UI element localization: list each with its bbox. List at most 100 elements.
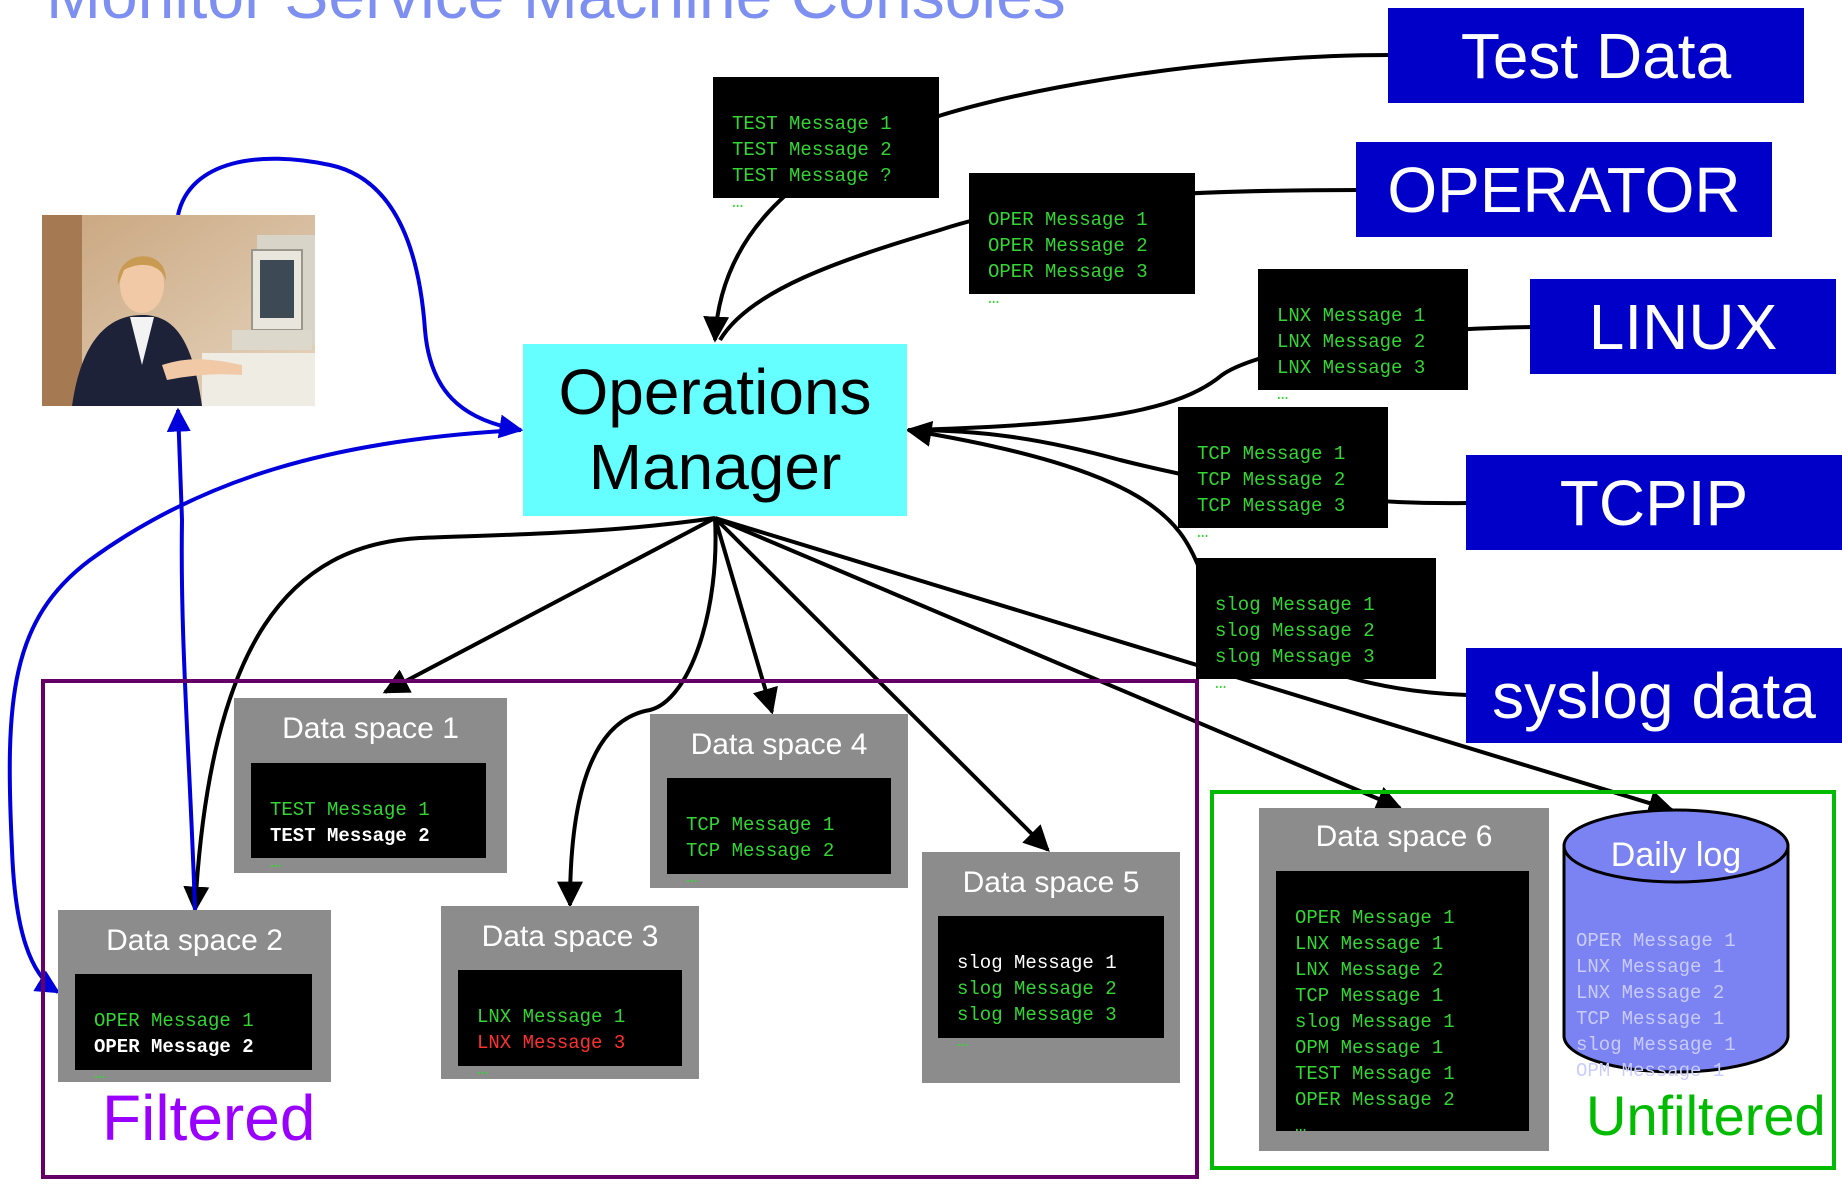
user-at-computer-image xyxy=(42,215,315,406)
message-line: TEST Message 1 xyxy=(270,799,430,821)
cylinder-icon xyxy=(1562,808,1790,1074)
message-line: TEST Message 1 xyxy=(732,113,892,135)
message-line: … xyxy=(732,191,744,213)
message-line: slog Message 3 xyxy=(1215,646,1375,668)
data-space-6: Data space 6 OPER Message 1 LNX Message 1… xyxy=(1259,808,1549,1151)
message-line: TCP Message 1 xyxy=(1197,443,1346,465)
message-line: TCP Message 3 xyxy=(1197,495,1346,517)
message-line: OPER Message 3 xyxy=(988,261,1148,283)
log-line: slog Message 1 xyxy=(1576,1034,1736,1056)
log-line: OPER Message 1 xyxy=(1576,930,1736,952)
daily-log-cylinder: Daily log OPER Message 1 LNX Message 1 LNX… xyxy=(1562,806,1790,1082)
message-line: LNX Message 2 xyxy=(1295,959,1444,981)
message-line: … xyxy=(1215,672,1227,694)
source-syslog-data: syslog data xyxy=(1466,648,1842,743)
lnx-message-stream: LNX Message 1 LNX Message 2 LNX Message 3 … xyxy=(1258,269,1468,405)
source-linux-label: LINUX xyxy=(1588,290,1778,363)
data-space-messages: TEST Message 1 TEST Message 2 … xyxy=(251,763,486,873)
message-line: TEST Message 1 xyxy=(1295,1063,1455,1085)
arrow-ops-to-ds6 xyxy=(714,516,1403,811)
message-line: … xyxy=(988,287,1000,309)
operations-manager-line1: Operations xyxy=(558,356,872,428)
oper-message-stream: OPER Message 1 OPER Message 2 OPER Message… xyxy=(969,173,1195,309)
source-operator: OPERATOR xyxy=(1356,142,1772,237)
message-line: … xyxy=(686,866,698,888)
data-space-4: Data space 4 TCP Message 1 TCP Message 2 … xyxy=(650,714,908,888)
message-line: … xyxy=(477,1058,489,1080)
arrow-operator-to-ops xyxy=(718,188,1361,342)
data-space-messages: OPER Message 1 OPER Message 2 … xyxy=(75,974,312,1084)
message-line: TCP Message 2 xyxy=(1197,469,1346,491)
message-line: LNX Message 3 xyxy=(477,1032,626,1054)
source-linux: LINUX xyxy=(1530,279,1836,374)
message-line: OPER Message 1 xyxy=(1295,907,1455,929)
data-space-label: Data space 2 xyxy=(106,924,283,957)
data-space-3: Data space 3 LNX Message 1 LNX Message 3 … xyxy=(441,906,699,1080)
operations-manager-box: Operations Manager xyxy=(523,344,907,516)
message-line: LNX Message 1 xyxy=(1295,933,1444,955)
message-line: OPER Message 2 xyxy=(94,1036,254,1058)
data-space-messages: TCP Message 1 TCP Message 2 … xyxy=(667,778,891,888)
arrow-ops-to-ds3 xyxy=(557,517,718,908)
operations-manager-line2: Manager xyxy=(588,431,842,503)
message-line: slog Message 1 xyxy=(1215,594,1375,616)
log-line: TCP Message 1 xyxy=(1576,1008,1725,1030)
message-line: slog Message 2 xyxy=(957,978,1117,1000)
message-line: LNX Message 1 xyxy=(477,1006,626,1028)
message-line: OPER Message 2 xyxy=(1295,1089,1455,1111)
log-line: LNX Message 2 xyxy=(1576,982,1725,1004)
arrow-ops-to-ds2-left xyxy=(7,428,522,994)
data-space-messages: OPER Message 1 LNX Message 1 LNX Message 2… xyxy=(1276,871,1529,1137)
message-line: slog Message 2 xyxy=(1215,620,1375,642)
data-space-5: Data space 5 slog Message 1 slog Message … xyxy=(922,852,1180,1083)
message-line: OPER Message 2 xyxy=(988,235,1148,257)
data-space-label: Data space 5 xyxy=(962,866,1140,899)
data-space-label: Data space 1 xyxy=(282,712,459,745)
message-line: TCP Message 2 xyxy=(686,840,835,862)
message-line: slog Message 1 xyxy=(957,952,1117,974)
data-space-label: Data space 3 xyxy=(481,920,659,953)
unfiltered-label: Unfiltered xyxy=(1586,1084,1826,1147)
source-test-data: Test Data xyxy=(1388,8,1804,103)
source-test-data-label: Test Data xyxy=(1460,19,1732,92)
message-line: TCP Message 1 xyxy=(1295,985,1444,1007)
message-line: OPER Message 1 xyxy=(94,1010,254,1032)
message-line: LNX Message 1 xyxy=(1277,305,1426,327)
message-line: … xyxy=(1197,521,1209,543)
message-line: OPM Message 1 xyxy=(1295,1037,1444,1059)
message-line: … xyxy=(270,851,282,873)
daily-log-label: Daily log xyxy=(1610,836,1742,874)
arrow-ops-to-ds1 xyxy=(382,516,716,694)
source-tcpip-label: TCPIP xyxy=(1559,466,1749,539)
message-line: … xyxy=(1277,383,1289,405)
page-title: Monitor Service Machine Consoles xyxy=(46,0,1066,28)
arrow-ops-to-daily-log xyxy=(714,516,1675,816)
arrow-ops-to-ds2 xyxy=(183,516,716,913)
message-line: TCP Message 1 xyxy=(686,814,835,836)
data-space-label: Data space 6 xyxy=(1315,820,1493,853)
filtered-label: Filtered xyxy=(102,1082,316,1154)
daily-log-messages: OPER Message 1 LNX Message 1 LNX Message 2… xyxy=(1576,902,1736,1136)
message-line: … xyxy=(94,1062,106,1084)
source-operator-label: OPERATOR xyxy=(1387,153,1741,226)
source-syslog-label: syslog data xyxy=(1492,659,1816,732)
data-space-label: Data space 4 xyxy=(690,728,868,761)
message-line: TEST Message 2 xyxy=(270,825,430,847)
message-line: … xyxy=(957,1030,969,1052)
message-line: TEST Message 2 xyxy=(732,139,892,161)
arrow-user-to-ops xyxy=(176,156,524,439)
log-line: OPM Message 1 xyxy=(1576,1060,1725,1082)
log-line: LNX Message 1 xyxy=(1576,956,1725,978)
message-line: LNX Message 3 xyxy=(1277,357,1426,379)
tcp-message-stream: TCP Message 1 TCP Message 2 TCP Message 3 … xyxy=(1178,407,1388,543)
message-line: slog Message 1 xyxy=(1295,1011,1455,1033)
data-space-messages: LNX Message 1 LNX Message 3 … xyxy=(458,970,682,1080)
message-line: LNX Message 2 xyxy=(1277,331,1426,353)
message-line: OPER Message 1 xyxy=(988,209,1148,231)
slog-message-stream: slog Message 1 slog Message 2 slog Message… xyxy=(1196,558,1436,694)
message-line: … xyxy=(1295,1115,1307,1137)
